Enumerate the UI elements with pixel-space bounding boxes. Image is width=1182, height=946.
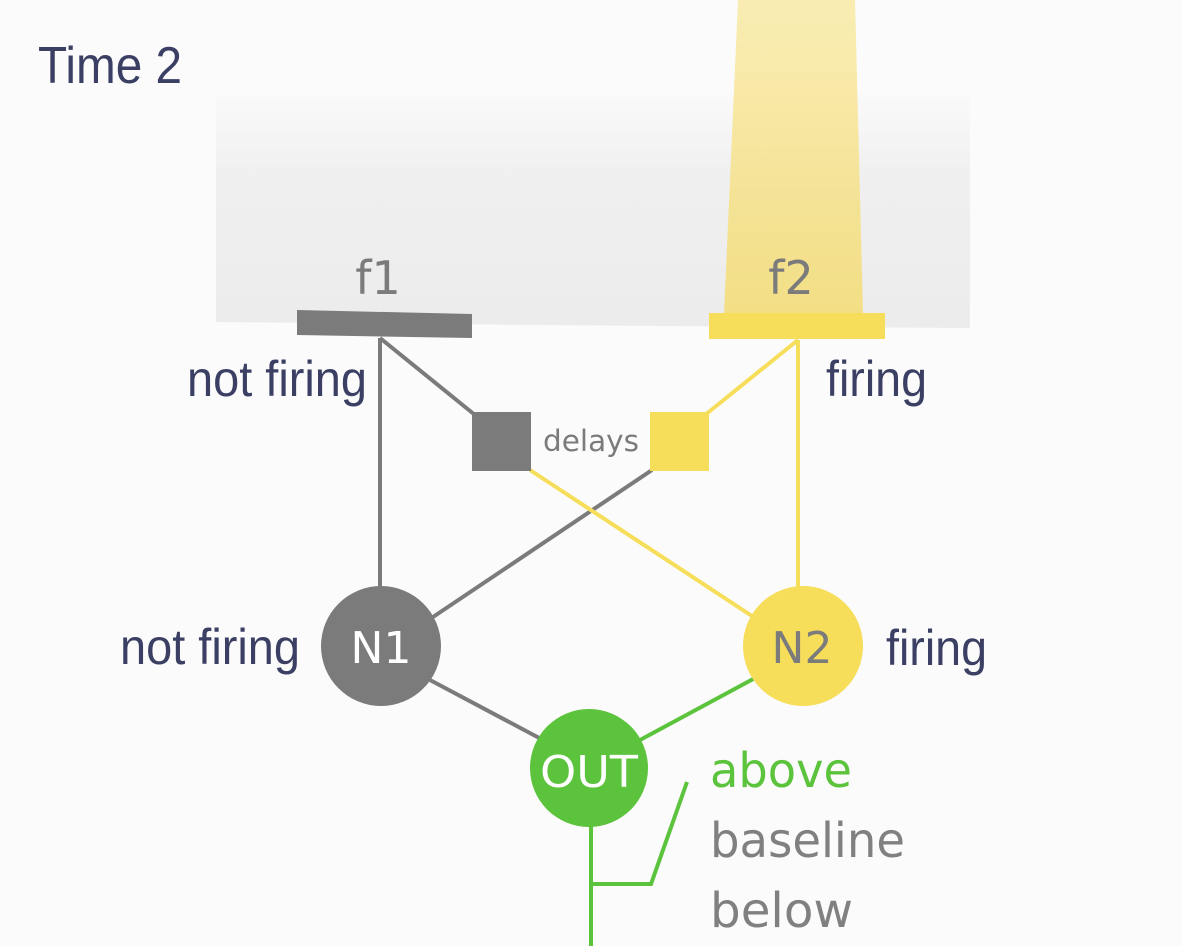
delay-box-2 xyxy=(650,412,709,471)
page-title: Time 2 xyxy=(38,37,182,95)
f1-to-delay1-connection xyxy=(378,336,477,417)
n1-neuron xyxy=(321,586,441,706)
n2-neuron xyxy=(743,586,863,706)
n1-to-out-connection xyxy=(429,678,544,742)
n2-to-out-connection xyxy=(639,676,756,742)
f1-label: f1 xyxy=(355,251,400,305)
n2-state-label: firing xyxy=(886,620,987,676)
n1-state-label: not firing xyxy=(120,619,300,675)
f1-bar xyxy=(297,310,472,338)
delay1-to-n2-connection xyxy=(528,468,760,622)
delays-label: delays xyxy=(543,424,639,458)
f2-label: f2 xyxy=(768,251,813,305)
output-above-label: above xyxy=(710,743,852,799)
f1-state-label: not firing xyxy=(187,351,367,407)
delay-box-1 xyxy=(472,412,531,471)
output-baseline-label: baseline xyxy=(710,813,905,869)
delay2-to-n1-connection xyxy=(431,468,654,619)
n2-label: N2 xyxy=(772,623,833,674)
output-below-label: below xyxy=(710,883,853,939)
output-level-indicator xyxy=(591,781,689,886)
light-beam xyxy=(724,0,863,314)
out-neuron xyxy=(530,709,648,827)
out-label: OUT xyxy=(540,747,638,798)
f2-bar xyxy=(709,313,885,339)
f2-state-label: firing xyxy=(826,351,927,407)
f2-to-delay2-connection xyxy=(703,338,800,417)
n1-label: N1 xyxy=(351,623,412,674)
